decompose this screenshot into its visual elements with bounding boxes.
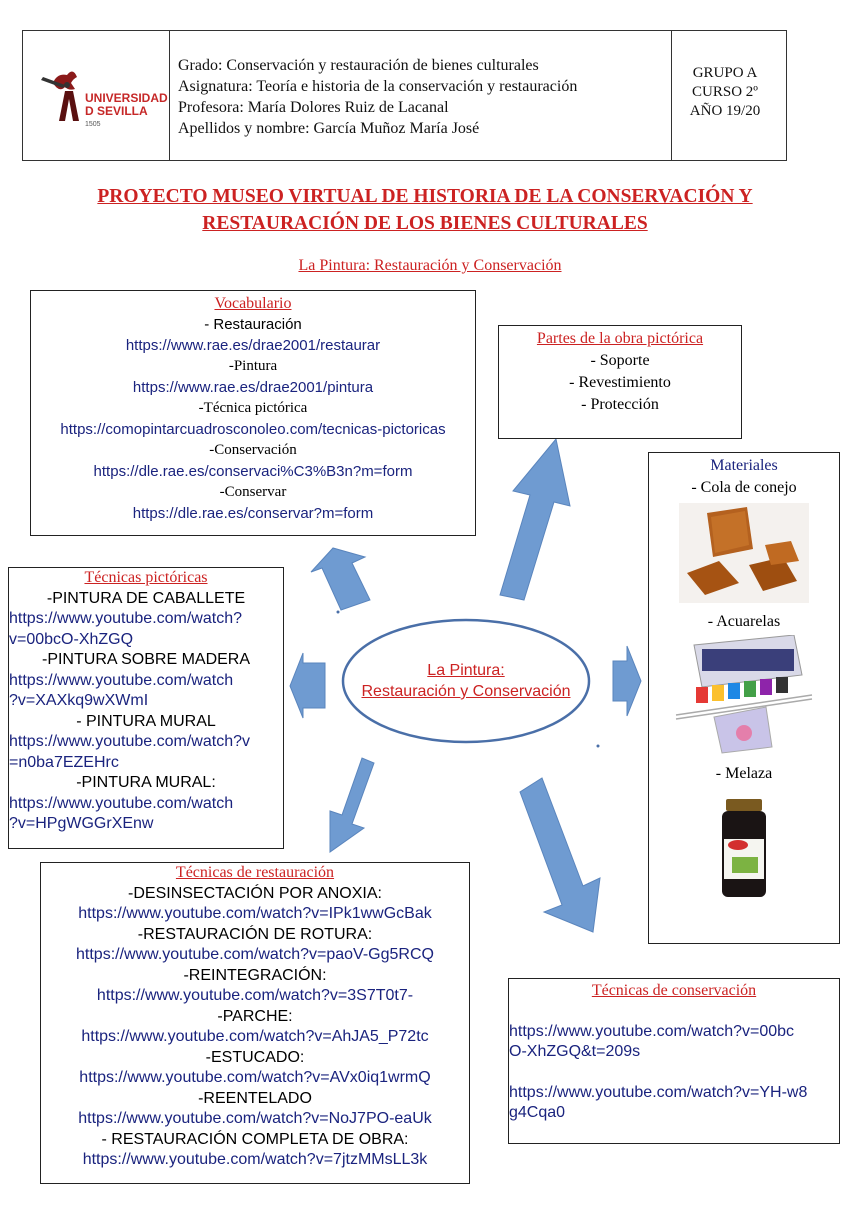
svg-text:UNIVERSIDAD: UNIVERSIDAD	[85, 91, 168, 105]
arrow-to-tecnicas-conservacion	[519, 777, 601, 933]
conservation-link[interactable]: https://www.youtube.com/watch?v=YH-w8	[509, 1083, 808, 1101]
university-seal-icon: UNIVERSIDAD D SEVILLA 1505	[41, 71, 168, 128]
technique-link[interactable]: https://www.youtube.com/watch?v	[9, 733, 250, 750]
vocab-term: -Conservación	[209, 442, 297, 458]
professor-line: Profesora: María Dolores Ruiz de Lacanal	[178, 99, 449, 116]
material-item: - Melaza	[715, 765, 773, 782]
vocab-term: - Restauración	[204, 316, 302, 333]
technique-link[interactable]: ?v=HPgWGGrXEnw	[9, 815, 154, 832]
central-topic: La Pintura: Restauración y Conservación	[340, 660, 592, 702]
vocabulario-box: Vocabulario - Restauración https://www.r…	[30, 290, 476, 536]
tecnicas-conservacion-box: Técnicas de conservación https://www.you…	[508, 978, 840, 1144]
partes-item: - Protección	[581, 396, 659, 413]
central-topic-line-1: La Pintura:	[427, 662, 505, 679]
page-subtitle: La Pintura: Restauración y Conservación	[298, 257, 562, 274]
partes-heading: Partes de la obra pictórica	[536, 330, 704, 347]
materiales-heading: Materiales	[710, 457, 778, 474]
technique-term: -PINTURA SOBRE MADERA	[41, 651, 251, 668]
tecnicas-pictoricas-box: Técnicas pictóricas -PINTURA DE CABALLET…	[8, 567, 284, 849]
technique-link[interactable]: https://www.youtube.com/watch	[9, 794, 234, 812]
tecnicas-pictoricas-heading: Técnicas pictóricas	[84, 569, 208, 586]
vocab-link[interactable]: https://comopintarcuadrosconoleo.com/tec…	[60, 421, 446, 438]
material-item: - Acuarelas	[707, 613, 781, 630]
partes-item: - Soporte	[590, 352, 650, 369]
group-line: GRUPO A	[692, 65, 758, 81]
arrow-to-tecnicas-pictoricas	[289, 652, 326, 719]
vocab-term: -Pintura	[228, 358, 278, 374]
vocab-link[interactable]: https://www.rae.es/drae2001/pintura	[132, 379, 374, 396]
rabbit-glue-image	[679, 503, 809, 603]
technique-link[interactable]: v=00bcO-XhZGQ	[9, 630, 134, 648]
student-line: Apellidos y nombre: García Muñoz María J…	[178, 120, 480, 137]
restoration-term: -PARCHE:	[217, 1007, 293, 1025]
arrow-to-vocabulario	[310, 547, 371, 611]
technique-term: -PINTURA MURAL:	[76, 774, 216, 791]
materiales-box: Materiales - Cola de conejo - Acuarelas …	[648, 452, 840, 944]
svg-text:1505: 1505	[85, 121, 101, 128]
conservation-link[interactable]: https://www.youtube.com/watch?v=00bc	[509, 1022, 795, 1040]
tecnicas-restauracion-box: Técnicas de restauración -DESINSECTACIÓN…	[40, 862, 470, 1184]
arrow-to-partes	[499, 437, 571, 601]
arrow-to-tecnicas-restauracion	[329, 757, 375, 853]
technique-link[interactable]: =n0ba7EZEHrc	[9, 753, 119, 771]
restoration-term: -ESTUCADO:	[205, 1048, 305, 1066]
course-info: Grado: Conservación y restauración de bi…	[169, 31, 672, 160]
conservation-link[interactable]: O-XhZGQ&t=209s	[509, 1043, 641, 1060]
header-table: UNIVERSIDAD D SEVILLA 1505 Grado: Conser…	[22, 30, 787, 161]
partes-box: Partes de la obra pictórica - Soporte - …	[498, 325, 742, 439]
tecnicas-restauracion-heading: Técnicas de restauración	[175, 864, 335, 881]
group-info: GRUPO A CURSO 2º AÑO 19/20	[662, 31, 788, 160]
vocab-term: -Técnica pictórica	[198, 400, 308, 416]
restoration-link[interactable]: https://www.youtube.com/watch?v=NoJ7PO-e…	[78, 1110, 432, 1127]
partes-item: - Revestimiento	[569, 374, 671, 391]
vocab-link[interactable]: https://www.rae.es/drae2001/restaurar	[125, 337, 381, 354]
tecnicas-conservacion-heading: Técnicas de conservación	[591, 982, 757, 999]
page-title: PROYECTO MUSEO VIRTUAL DE HISTORIA DE LA…	[30, 183, 820, 237]
restoration-term: -REINTEGRACIÓN:	[183, 966, 327, 984]
technique-term: - PINTURA MURAL	[76, 712, 216, 730]
year-line: AÑO 19/20	[689, 103, 761, 119]
central-ellipse	[341, 618, 591, 744]
vocab-link[interactable]: https://dle.rae.es/conservar?m=form	[132, 505, 374, 522]
restoration-term: -RESTAURACIÓN DE ROTURA:	[137, 925, 373, 943]
watercolors-image	[675, 635, 813, 754]
restoration-link[interactable]: https://www.youtube.com/watch?v=AVx0iq1w…	[79, 1069, 431, 1086]
title-line-2: RESTAURACIÓN DE LOS BIENES CULTURALES	[202, 213, 648, 234]
molasses-jar-image	[722, 799, 766, 897]
conservation-link[interactable]: g4Cqa0	[509, 1104, 566, 1121]
restoration-term: -DESINSECTACIÓN POR ANOXIA:	[128, 884, 382, 902]
degree-line: Grado: Conservación y restauración de bi…	[178, 57, 539, 74]
restoration-link[interactable]: https://www.youtube.com/watch?v=7jtzMMsL…	[82, 1151, 428, 1168]
vocabulario-heading: Vocabulario	[214, 295, 292, 312]
restoration-link[interactable]: https://www.youtube.com/watch?v=3S7T0t7-	[96, 987, 414, 1004]
restoration-link[interactable]: https://www.youtube.com/watch?v=AhJA5_P7…	[81, 1028, 429, 1045]
vocab-link[interactable]: https://dle.rae.es/conservaci%C3%B3n?m=f…	[93, 463, 413, 480]
technique-link[interactable]: ?v=XAXkq9wXWmI	[9, 692, 149, 709]
restoration-link[interactable]: https://www.youtube.com/watch?v=paoV-Gg5…	[76, 946, 434, 963]
technique-link[interactable]: https://www.youtube.com/watch	[9, 671, 234, 689]
material-item: - Cola de conejo	[691, 479, 797, 496]
technique-term: -PINTURA DE CABALLETE	[46, 589, 246, 607]
university-logo: UNIVERSIDAD D SEVILLA 1505	[23, 31, 170, 160]
arrow-to-materiales	[612, 645, 642, 717]
central-topic-line-2: Restauración y Conservación	[361, 683, 571, 700]
vocab-term: -Conservar	[219, 484, 287, 500]
restoration-term: -REENTELADO	[198, 1089, 312, 1107]
course-line: CURSO 2º	[692, 84, 758, 100]
technique-link[interactable]: https://www.youtube.com/watch?	[9, 610, 242, 627]
subject-line: Asignatura: Teoría e historia de la cons…	[178, 78, 578, 95]
restoration-term: - RESTAURACIÓN COMPLETA DE OBRA:	[101, 1130, 409, 1148]
title-line-1: PROYECTO MUSEO VIRTUAL DE HISTORIA DE LA…	[97, 186, 753, 207]
restoration-link[interactable]: https://www.youtube.com/watch?v=IPk1wwGc…	[78, 905, 432, 922]
svg-text:D SEVILLA: D SEVILLA	[85, 104, 148, 118]
